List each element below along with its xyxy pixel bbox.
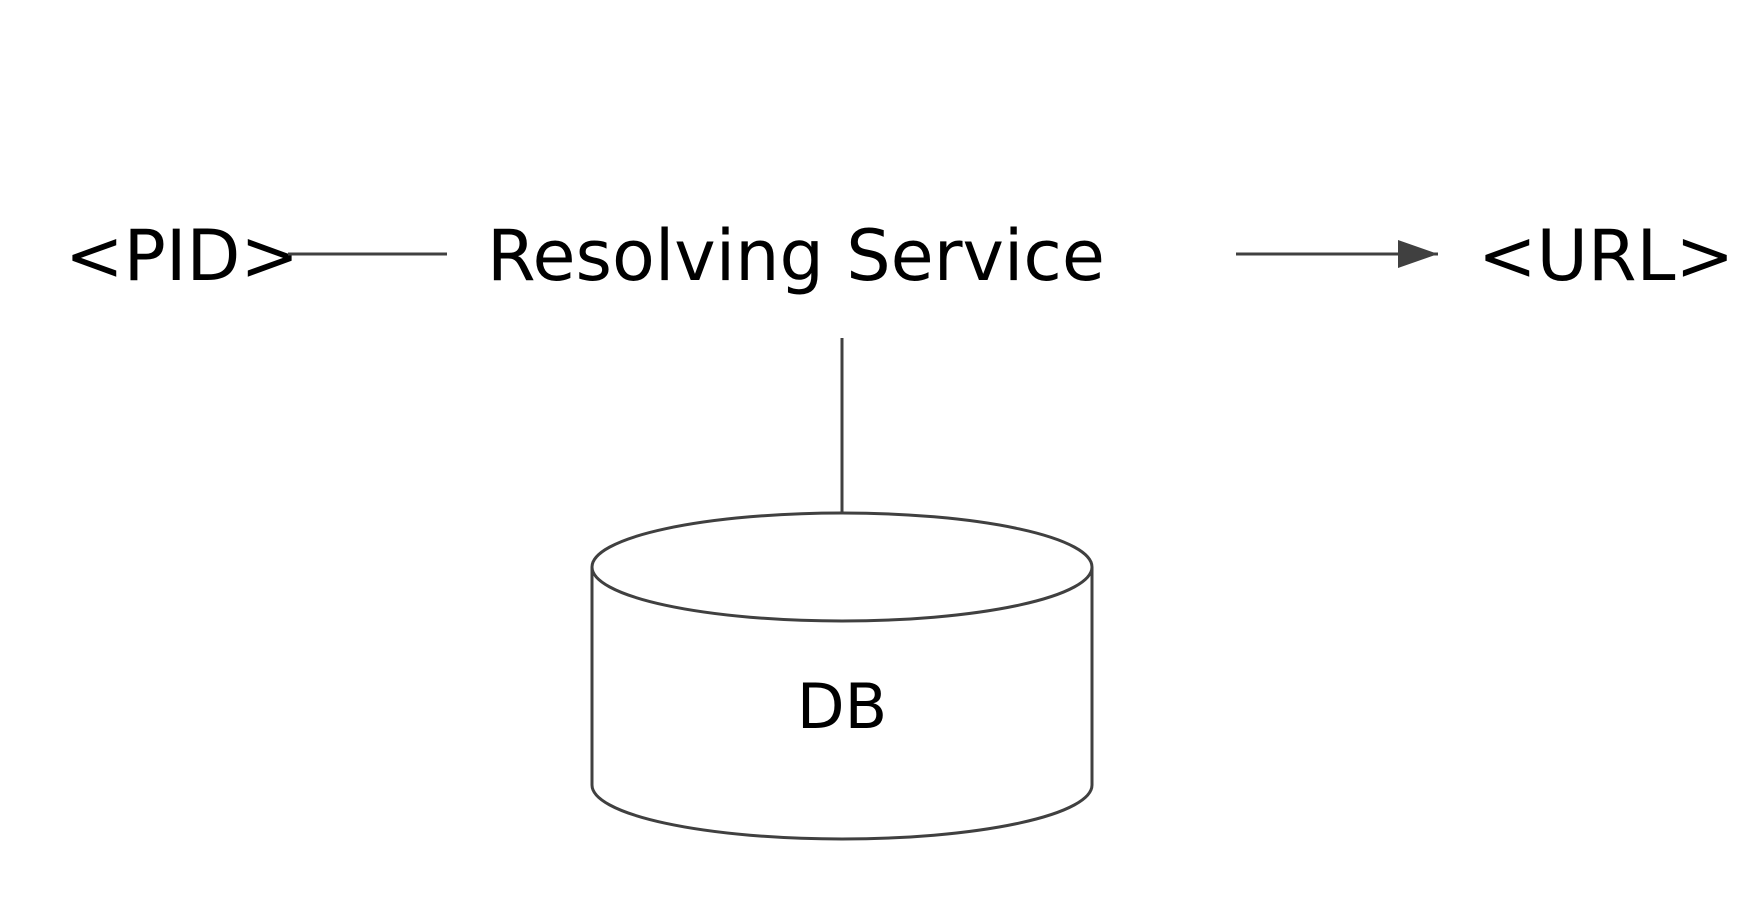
- url-node-label: <URL>: [1478, 215, 1734, 297]
- db-cylinder-body: [590, 567, 1094, 841]
- pid-node-label: <PID>: [65, 215, 299, 297]
- db-cylinder: [590, 511, 1094, 841]
- service-node-label: Resolving Service: [487, 215, 1105, 297]
- db-cylinder-top: [590, 511, 1094, 623]
- db-node-label: DB: [797, 670, 887, 743]
